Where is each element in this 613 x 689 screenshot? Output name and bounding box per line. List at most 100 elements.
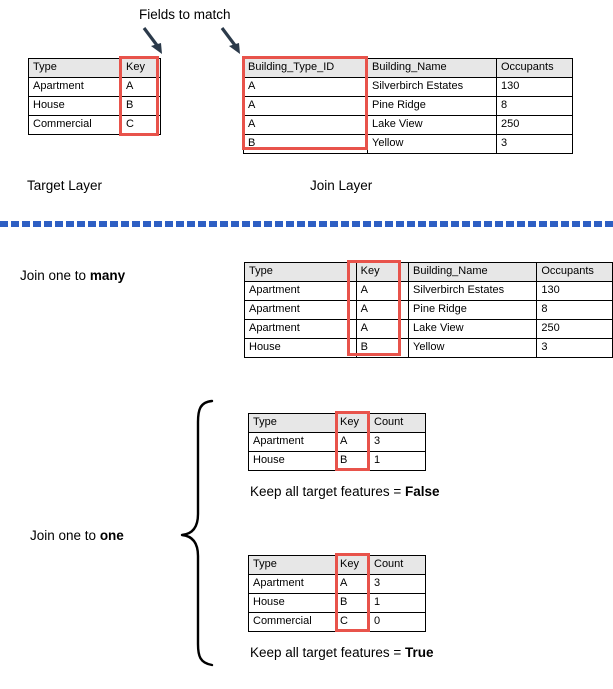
cell-occupants: 250 [536,319,613,339]
column-header-type: Type [244,262,357,282]
cell-type: Apartment [248,574,336,594]
cell-key: A [121,77,161,97]
cell-occupants: 8 [496,96,573,116]
cell-occupants: 3 [536,338,613,358]
table-row: Apartment A Lake View 250 [244,319,613,339]
table-row: A Lake View 250 [243,115,573,135]
one-to-many-table-wrap: Type Key Building_Name Occupants Apartme… [244,262,613,358]
column-header-count: Count [369,555,426,575]
table-row: A Pine Ridge 8 [243,96,573,116]
column-header-key: Key [335,413,370,433]
cell-key: C [121,115,161,135]
cell-key: B [335,593,370,613]
arrow-to-target-key-icon [140,26,174,58]
cell-type: House [248,451,336,471]
cell-type: Apartment [244,319,357,339]
cell-building-name: Yellow [367,134,497,154]
keep-all-false-value: False [404,484,440,499]
one-to-one-true-table-wrap: Type Key Count Apartment A 3 House B 1 C… [248,555,426,632]
join-one-to-many-prefix: Join one to [20,268,90,283]
cell-type: Commercial [28,115,122,135]
table-row: House B 1 [248,593,426,613]
column-header-building-name: Building_Name [408,262,538,282]
cell-occupants: 130 [536,281,613,301]
keep-all-false-prefix: Keep all target features = [250,484,405,499]
column-header-key: Key [355,262,410,282]
table-row: Apartment A [28,77,161,97]
table-row: B Yellow 3 [243,134,573,154]
cell-occupants: 130 [496,77,573,97]
table-row: Apartment A 3 [248,574,426,594]
column-header-type: Type [28,58,122,78]
table-row: Apartment A Pine Ridge 8 [244,300,613,320]
cell-building-name: Silverbirch Estates [367,77,497,97]
section-divider [0,221,613,227]
table-row: House B Yellow 3 [244,338,613,358]
column-header-building-name: Building_Name [367,58,497,78]
table-row: Commercial C [28,115,161,135]
cell-count: 3 [369,574,426,594]
target-layer-caption: Target Layer [27,178,103,193]
join-one-to-many-emphasis: many [89,268,126,283]
table-header-row: Type Key Count [248,413,426,433]
cell-type: House [248,593,336,613]
cell-building-name: Silverbirch Estates [408,281,538,301]
one-to-one-false-table: Type Key Count Apartment A 3 House B 1 [248,413,426,471]
join-layer-table: Building_Type_ID Building_Name Occupants… [243,58,573,154]
cell-key: A [335,432,370,452]
keep-all-true-value: True [404,645,434,660]
keep-all-false-caption: Keep all target features = False [250,485,440,499]
join-one-to-one-prefix: Join one to [30,528,100,543]
cell-building-name: Lake View [408,319,538,339]
cell-key: B [121,96,161,116]
one-to-one-false-table-wrap: Type Key Count Apartment A 3 House B 1 [248,413,426,471]
cell-building-name: Yellow [408,338,538,358]
cell-building-name: Pine Ridge [408,300,538,320]
cell-occupants: 3 [496,134,573,154]
keep-all-true-prefix: Keep all target features = [250,645,405,660]
join-layer-caption: Join Layer [310,178,373,193]
cell-type: House [244,338,357,358]
cell-key: B [335,451,370,471]
one-to-one-group-brace [178,398,218,668]
cell-key: A [335,574,370,594]
table-row: Commercial C 0 [248,612,426,632]
cell-type: Commercial [248,612,336,632]
table-row: A Silverbirch Estates 130 [243,77,573,97]
cell-building-type-id: B [243,134,368,154]
cell-count: 1 [369,593,426,613]
table-row: House B 1 [248,451,426,471]
table-header-row: Type Key Building_Name Occupants [244,262,613,282]
table-row: House B [28,96,161,116]
cell-occupants: 250 [496,115,573,135]
cell-building-name: Pine Ridge [367,96,497,116]
cell-type: House [28,96,122,116]
arrow-to-join-key-icon [218,26,252,58]
column-header-building-type-id: Building_Type_ID [243,58,368,78]
cell-type: Apartment [28,77,122,97]
column-header-key: Key [335,555,370,575]
cell-count: 3 [369,432,426,452]
cell-building-type-id: A [243,77,368,97]
table-row: Apartment A 3 [248,432,426,452]
cell-type: Apartment [244,300,357,320]
join-layer-table-wrap: Building_Type_ID Building_Name Occupants… [243,58,573,154]
table-header-row: Type Key Count [248,555,426,575]
cell-building-type-id: A [243,115,368,135]
cell-key: B [355,338,410,358]
cell-key: A [355,319,410,339]
column-header-occupants: Occupants [536,262,613,282]
one-to-one-true-table: Type Key Count Apartment A 3 House B 1 C… [248,555,426,632]
fields-to-match-label: Fields to match [139,7,231,22]
cell-type: Apartment [248,432,336,452]
column-header-occupants: Occupants [496,58,573,78]
cell-count: 1 [369,451,426,471]
cell-key: A [355,281,410,301]
join-one-to-many-label: Join one to many [20,269,125,283]
cell-type: Apartment [244,281,357,301]
table-row: Apartment A Silverbirch Estates 130 [244,281,613,301]
column-header-count: Count [369,413,426,433]
target-layer-table-wrap: Type Key Apartment A House B Commercial … [28,58,161,135]
table-header-row: Type Key [28,58,161,78]
table-header-row: Building_Type_ID Building_Name Occupants [243,58,573,78]
